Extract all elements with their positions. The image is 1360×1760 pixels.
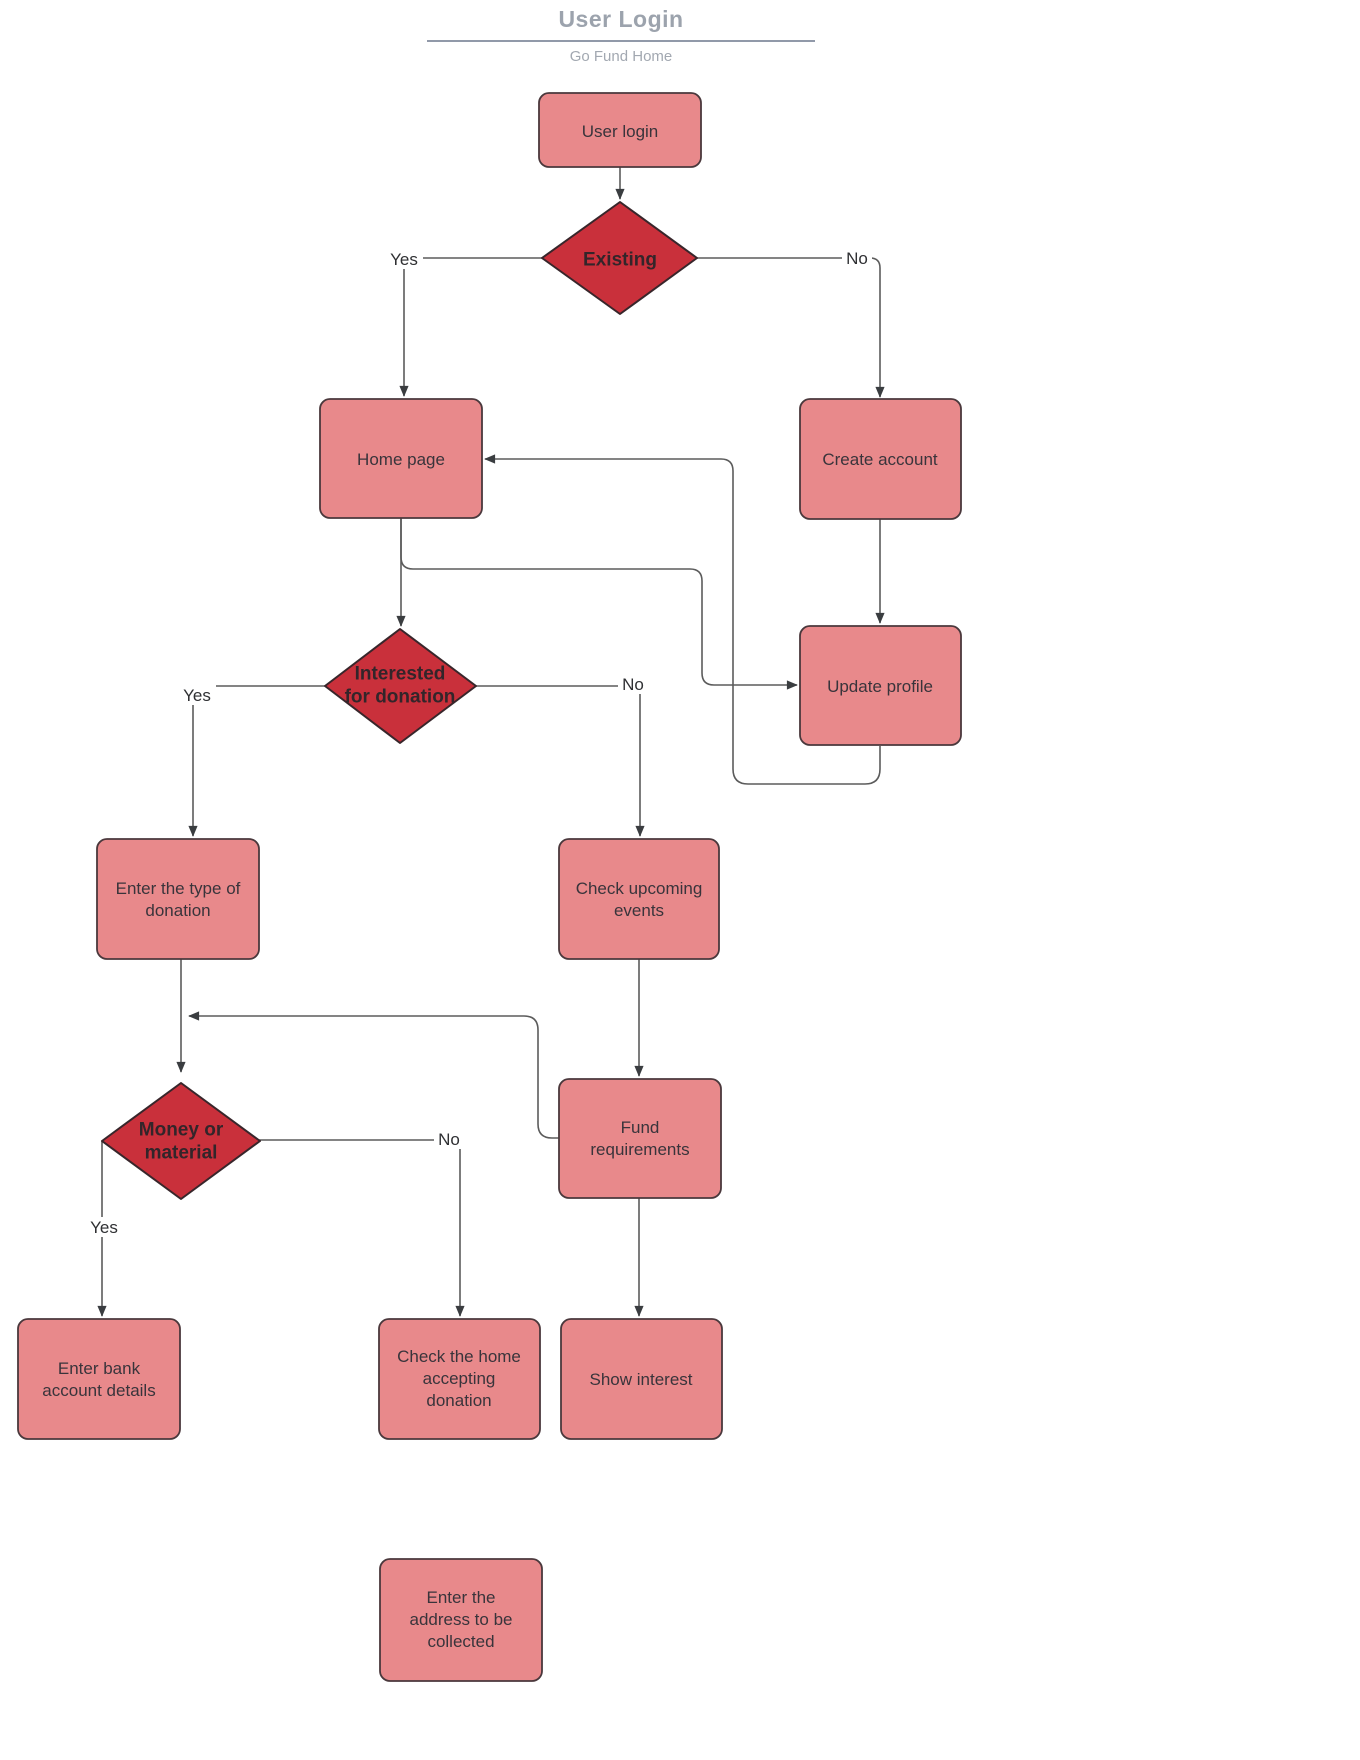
- svg-text:User login: User login: [582, 122, 659, 141]
- svg-text:Existing: Existing: [583, 250, 657, 271]
- svg-text:Enter bank: Enter bank: [58, 1359, 141, 1378]
- edge-interested-yes-to-entertype: [188, 685, 325, 837]
- edge-interested-no-to-checkupcoming: [476, 685, 645, 837]
- svg-text:address to be: address to be: [409, 1610, 512, 1629]
- node-home-page: Home page: [319, 398, 483, 519]
- node-enter-address-to-be-collected: Enter the address to be collected: [379, 1558, 543, 1682]
- edge-home-to-update: [400, 518, 798, 690]
- svg-text:events: events: [614, 901, 664, 920]
- node-check-home-accepting-donation: Check the home accepting donation: [378, 1318, 541, 1440]
- svg-text:No: No: [846, 249, 868, 268]
- svg-text:donation: donation: [145, 901, 210, 920]
- svg-text:Enter the type of: Enter the type of: [116, 879, 241, 898]
- svg-text:Yes: Yes: [183, 686, 211, 705]
- edge-existing-no-to-create: [697, 257, 885, 398]
- node-fund-requirements: Fund requirements: [558, 1078, 722, 1199]
- svg-text:Home page: Home page: [357, 450, 445, 469]
- node-enter-type-of-donation: Enter the type of donation: [96, 838, 260, 960]
- node-show-interest: Show interest: [560, 1318, 723, 1440]
- diagram-header: User Login Go Fund Home: [427, 6, 815, 65]
- svg-text:donation: donation: [426, 1391, 491, 1410]
- node-create-account: Create account: [799, 398, 962, 520]
- svg-text:collected: collected: [427, 1632, 494, 1651]
- svg-text:account details: account details: [42, 1381, 155, 1400]
- node-check-upcoming-events: Check upcoming events: [558, 838, 720, 960]
- svg-text:Check the home: Check the home: [397, 1347, 521, 1366]
- node-enter-bank-account-details: Enter bank account details: [17, 1318, 181, 1440]
- svg-text:Enter the: Enter the: [427, 1588, 496, 1607]
- svg-text:Update profile: Update profile: [827, 677, 933, 696]
- svg-text:accepting: accepting: [423, 1369, 496, 1388]
- svg-text:requirements: requirements: [590, 1140, 689, 1159]
- svg-text:No: No: [622, 675, 644, 694]
- svg-text:Check upcoming: Check upcoming: [576, 879, 703, 898]
- svg-text:Yes: Yes: [390, 250, 418, 269]
- edge-existing-yes-to-home: [399, 257, 542, 397]
- edge-money-no-to-checkhome: [258, 1139, 465, 1317]
- edge-fundreq-return-to-money-line: [188, 1011, 559, 1139]
- node-update-profile: Update profile: [799, 625, 962, 746]
- svg-text:for donation: for donation: [345, 687, 456, 708]
- page-title: User Login: [427, 6, 815, 42]
- svg-text:Create account: Create account: [822, 450, 938, 469]
- svg-text:Show interest: Show interest: [590, 1370, 693, 1389]
- svg-text:No: No: [438, 1130, 460, 1149]
- svg-text:Yes: Yes: [90, 1218, 118, 1237]
- svg-text:Money or: Money or: [139, 1120, 224, 1141]
- node-interested-for-donation-decision: Interested for donation: [324, 628, 477, 744]
- edge-label-money-yes: Yes: [85, 1217, 123, 1237]
- edge-label-interested-no: No: [618, 674, 648, 694]
- edge-update-to-home: [484, 454, 881, 785]
- svg-text:material: material: [145, 1143, 218, 1164]
- page-subtitle: Go Fund Home: [569, 48, 673, 65]
- edge-label-interested-yes: Yes: [178, 685, 216, 705]
- svg-text:Interested: Interested: [355, 664, 446, 685]
- node-existing-decision: Existing: [541, 201, 698, 315]
- svg-text:Fund: Fund: [621, 1118, 660, 1137]
- edge-label-existing-no: No: [842, 248, 872, 268]
- edge-label-money-no: No: [434, 1129, 464, 1149]
- node-user-login: User login: [538, 92, 702, 168]
- node-money-or-material-decision: Money or material: [101, 1082, 261, 1200]
- edge-label-existing-yes: Yes: [385, 249, 423, 269]
